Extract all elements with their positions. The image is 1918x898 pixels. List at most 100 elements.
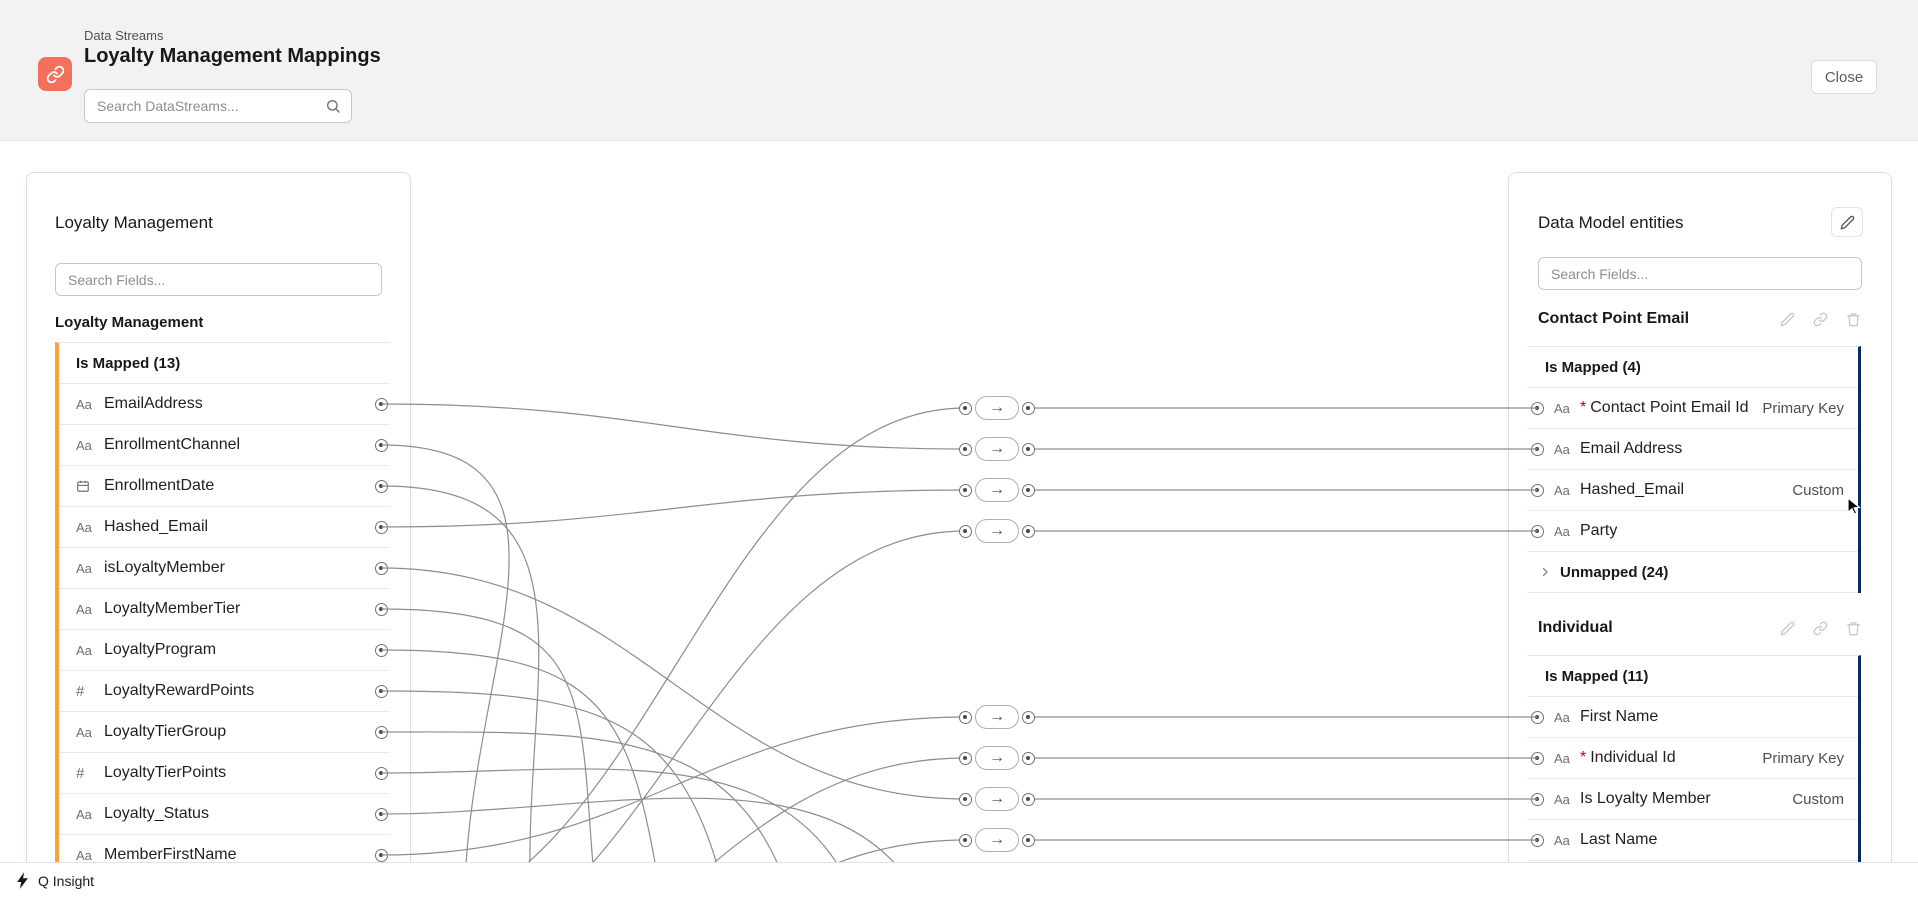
unmapped-toggle[interactable]: Unmapped (24): [1527, 552, 1858, 593]
connection-port[interactable]: [375, 643, 388, 657]
connection-port[interactable]: [375, 725, 388, 739]
link-icon-button[interactable]: [1813, 621, 1828, 636]
mapping-arrow-pill[interactable]: →: [975, 396, 1019, 420]
mapping-node[interactable]: →: [959, 705, 1035, 729]
target-panel-head: Data Model entities: [1538, 207, 1863, 237]
text-type-icon: Aa: [1554, 400, 1570, 416]
connection-port[interactable]: [1531, 751, 1544, 765]
entity-header: Individual: [1538, 619, 1861, 637]
mapped-group-header: Is Mapped (4): [1527, 347, 1858, 388]
mapping-arrow-pill[interactable]: →: [975, 478, 1019, 502]
link-icon-button[interactable]: [1813, 312, 1828, 327]
source-panel: Loyalty Management Loyalty Management Is…: [26, 172, 411, 862]
delete-icon-button[interactable]: [1846, 312, 1861, 327]
text-type-icon: Aa: [76, 642, 92, 658]
mapping-node[interactable]: →: [959, 519, 1035, 543]
edit-entities-button[interactable]: [1831, 207, 1863, 237]
mapping-arrow-pill[interactable]: →: [975, 828, 1019, 852]
required-asterisk: *: [1580, 749, 1587, 766]
edit-icon-button[interactable]: [1780, 621, 1795, 636]
connection-port[interactable]: [1531, 442, 1544, 456]
datastreams-search-input[interactable]: [84, 89, 352, 123]
datastreams-search: [84, 89, 352, 123]
source-field-row[interactable]: #LoyaltyTierPoints: [59, 753, 390, 794]
mapping-node[interactable]: →: [959, 437, 1035, 461]
connection-port[interactable]: [375, 684, 388, 698]
mapping-node[interactable]: →: [959, 746, 1035, 770]
connection-port[interactable]: [375, 561, 388, 575]
connection-port[interactable]: [375, 602, 388, 616]
connection-port[interactable]: [1531, 401, 1544, 415]
connection-port[interactable]: [1531, 833, 1544, 847]
date-type-icon: [76, 479, 100, 493]
pencil-icon: [1780, 621, 1795, 636]
mapping-arrow-pill[interactable]: →: [975, 746, 1019, 770]
connection-port[interactable]: [375, 479, 388, 493]
source-search-input[interactable]: [55, 263, 382, 296]
text-type-icon: Aa: [76, 437, 92, 453]
target-search-input[interactable]: [1538, 257, 1862, 290]
page-title: Loyalty Management Mappings: [84, 45, 381, 67]
source-field-row[interactable]: EnrollmentDate: [59, 466, 390, 507]
link-icon: [1813, 621, 1828, 636]
mapping-node[interactable]: →: [959, 396, 1035, 420]
target-panel: Data Model entities Contact Point EmailI…: [1508, 172, 1892, 862]
connection-port[interactable]: [1531, 524, 1544, 538]
source-field-label: EmailAddress: [104, 395, 203, 412]
connection-port[interactable]: [375, 848, 388, 862]
footer-toolbar[interactable]: Q Insight: [0, 862, 1918, 898]
connection-port[interactable]: [375, 438, 388, 452]
mapping-node[interactable]: →: [959, 828, 1035, 852]
connection-port[interactable]: [1531, 483, 1544, 497]
required-asterisk: *: [1580, 399, 1587, 416]
field-badge: Custom: [1792, 790, 1844, 808]
number-type-icon: #: [76, 682, 85, 700]
mapping-arrow-pill[interactable]: →: [975, 787, 1019, 811]
connection-port[interactable]: [375, 807, 388, 821]
data-stream-icon: [38, 57, 72, 91]
close-button[interactable]: Close: [1811, 60, 1877, 94]
target-field-label: First Name: [1580, 708, 1659, 725]
connection-port[interactable]: [375, 397, 388, 411]
arrow-icon: →: [989, 481, 1005, 498]
connection-port[interactable]: [375, 766, 388, 780]
connection-port[interactable]: [1531, 710, 1544, 724]
node-out-port: [1022, 792, 1035, 806]
edit-icon-button[interactable]: [1780, 312, 1795, 327]
connection-port[interactable]: [375, 520, 388, 534]
target-field-label: *Contact Point Email Id: [1580, 399, 1749, 416]
node-out-port: [1022, 442, 1035, 456]
node-in-port: [959, 751, 972, 765]
mapping-arrow-pill[interactable]: →: [975, 519, 1019, 543]
target-field-label: *Individual Id: [1580, 749, 1676, 766]
connection-port[interactable]: [1531, 792, 1544, 806]
node-in-port: [959, 792, 972, 806]
mapping-node[interactable]: →: [959, 787, 1035, 811]
mapping-arrow-pill[interactable]: →: [975, 437, 1019, 461]
source-field-row[interactable]: #LoyaltyRewardPoints: [59, 671, 390, 712]
mapping-arrow-pill[interactable]: →: [975, 705, 1019, 729]
target-search: [1538, 257, 1862, 290]
mapping-node[interactable]: →: [959, 478, 1035, 502]
number-type-icon: #: [76, 764, 85, 782]
delete-icon-button[interactable]: [1846, 621, 1861, 636]
